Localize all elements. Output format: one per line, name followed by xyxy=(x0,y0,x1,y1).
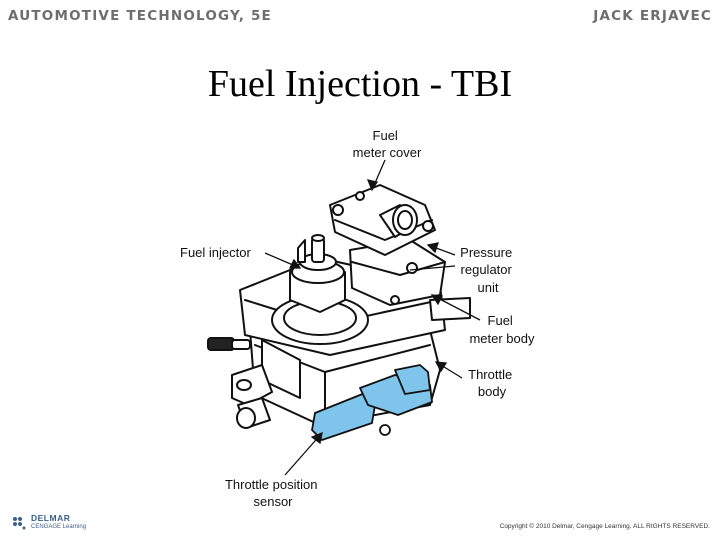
copyright-notice: Copyright © 2010 Delmar, Cengage Learnin… xyxy=(499,523,710,530)
publisher-logo: DELMAR CENGAGE Learning xyxy=(12,514,86,532)
delmar-logo-icon xyxy=(13,517,26,530)
book-title: AUTOMOTIVE TECHNOLOGY, 5E xyxy=(8,8,272,24)
label-fuel-meter-body: Fuel meter body xyxy=(469,313,535,346)
label-pressure-regulator: Pressure regulator unit xyxy=(460,245,516,295)
logo-subtitle: CENGAGE Learning xyxy=(31,524,87,530)
label-throttle-body: Throttle body xyxy=(468,367,516,399)
tbi-diagram: Fuel meter cover Fuel injector Pressure … xyxy=(180,128,535,509)
label-fuel-meter-cover: Fuel meter cover xyxy=(353,128,422,160)
slide-title: Fuel Injection - TBI xyxy=(207,63,513,105)
author-name: JACK ERJAVEC xyxy=(593,8,712,24)
logo-name: DELMAR xyxy=(31,513,71,523)
label-fuel-injector: Fuel injector xyxy=(180,245,251,260)
label-throttle-position-sensor: Throttle position sensor xyxy=(225,477,321,509)
throttle-position-sensor xyxy=(311,364,433,441)
